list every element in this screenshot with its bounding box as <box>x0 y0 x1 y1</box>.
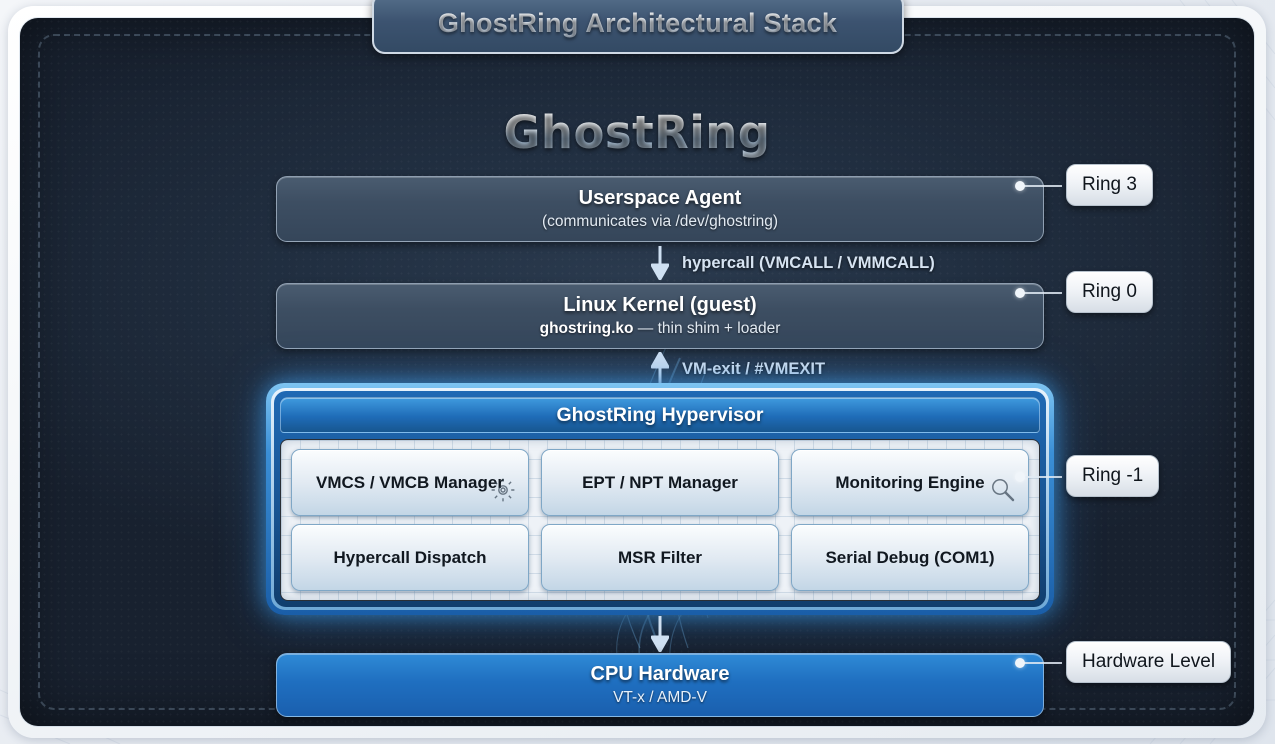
magnifier-icon <box>989 476 1016 508</box>
module-label: Hypercall Dispatch <box>333 547 487 567</box>
module-hypercall-dispatch[interactable]: Hypercall Dispatch <box>291 524 529 591</box>
connector-ring3 <box>1015 181 1062 191</box>
connector-hardware <box>1015 658 1062 668</box>
ring-label-ring0: Ring 0 <box>1066 271 1153 313</box>
title-banner: GhostRing Architectural Stack <box>371 0 904 54</box>
hypervisor-frame-outer: GhostRing Hypervisor VMCS / VMCB Manager <box>271 388 1049 610</box>
transition-vmexit: VM-exit / #VMEXIT <box>276 352 1044 386</box>
module-serial-debug[interactable]: Serial Debug (COM1) <box>791 524 1029 591</box>
gear-icon <box>490 477 516 508</box>
hypervisor-title: GhostRing Hypervisor <box>556 403 764 426</box>
ring-pill-text: Ring -1 <box>1082 465 1144 486</box>
module-label: Monitoring Engine <box>835 472 985 492</box>
module-label: EPT / NPT Manager <box>582 472 738 492</box>
ghostring-logo: GhostRing <box>20 106 1254 159</box>
layer-ghostring-hypervisor[interactable]: GhostRing Hypervisor VMCS / VMCB Manager <box>266 383 1054 615</box>
page-title: GhostRing Architectural Stack <box>437 7 838 38</box>
ring-label-ring-minus1: Ring -1 <box>1066 455 1160 497</box>
cpu-title: CPU Hardware <box>590 663 730 685</box>
userspace-subtitle: (communicates via /dev/ghostring) <box>541 213 779 230</box>
arrow-down-icon <box>651 246 669 280</box>
layer-userspace-agent[interactable]: Userspace Agent (communicates via /dev/g… <box>276 176 1044 242</box>
module-msr-filter[interactable]: MSR Filter <box>541 524 779 591</box>
kernel-subtitle: ghostring.ko — thin shim + loader <box>540 320 781 338</box>
kernel-module-name: ghostring.ko <box>539 320 634 337</box>
module-label: MSR Filter <box>617 547 703 567</box>
connector-ring0 <box>1015 288 1062 298</box>
module-ept-npt-manager[interactable]: EPT / NPT Manager <box>541 449 779 516</box>
module-row-top: VMCS / VMCB Manager <box>291 449 1029 516</box>
outer-bezel: GhostRing Userspace Agent (communicates … <box>8 6 1266 738</box>
module-label: VMCS / VMCB Manager <box>316 472 504 492</box>
vmexit-label: VM-exit / #VMEXIT <box>682 359 826 378</box>
hypervisor-module-grid: VMCS / VMCB Manager <box>280 439 1040 601</box>
transition-to-hardware <box>276 616 1044 652</box>
layer-linux-kernel[interactable]: Linux Kernel (guest) ghostring.ko — thin… <box>276 283 1044 349</box>
ring-label-hardware: Hardware Level <box>1066 641 1232 683</box>
module-vmcs-vmcb-manager[interactable]: VMCS / VMCB Manager <box>291 449 529 516</box>
transition-hypercall: hypercall (VMCALL / VMMCALL) <box>276 246 1044 280</box>
ring-pill-text: Ring 3 <box>1082 174 1137 195</box>
connector-ring-minus1 <box>1015 472 1062 482</box>
hypervisor-header: GhostRing Hypervisor <box>280 397 1040 433</box>
ring-pill-text: Ring 0 <box>1082 281 1137 302</box>
arrow-up-icon <box>651 352 669 386</box>
dark-panel: GhostRing Userspace Agent (communicates … <box>20 18 1254 726</box>
module-row-bottom: Hypercall Dispatch MSR Filter Serial Deb… <box>291 524 1029 591</box>
userspace-title: Userspace Agent <box>578 187 742 209</box>
cpu-subtitle: VT-x / AMD-V <box>613 689 707 706</box>
arrow-down-icon <box>651 616 669 652</box>
kernel-title: Linux Kernel (guest) <box>563 294 757 316</box>
kernel-subtitle-rest: — thin shim + loader <box>633 320 781 337</box>
module-monitoring-engine[interactable]: Monitoring Engine <box>791 449 1029 516</box>
ring-label-ring3: Ring 3 <box>1066 164 1153 206</box>
layer-cpu-hardware[interactable]: CPU Hardware VT-x / AMD-V <box>276 653 1044 717</box>
ring-pill-text: Hardware Level <box>1082 651 1216 672</box>
hypercall-label: hypercall (VMCALL / VMMCALL) <box>682 253 935 272</box>
hypervisor-frame-inner: GhostRing Hypervisor VMCS / VMCB Manager <box>274 391 1046 607</box>
module-label: Serial Debug (COM1) <box>825 547 995 567</box>
